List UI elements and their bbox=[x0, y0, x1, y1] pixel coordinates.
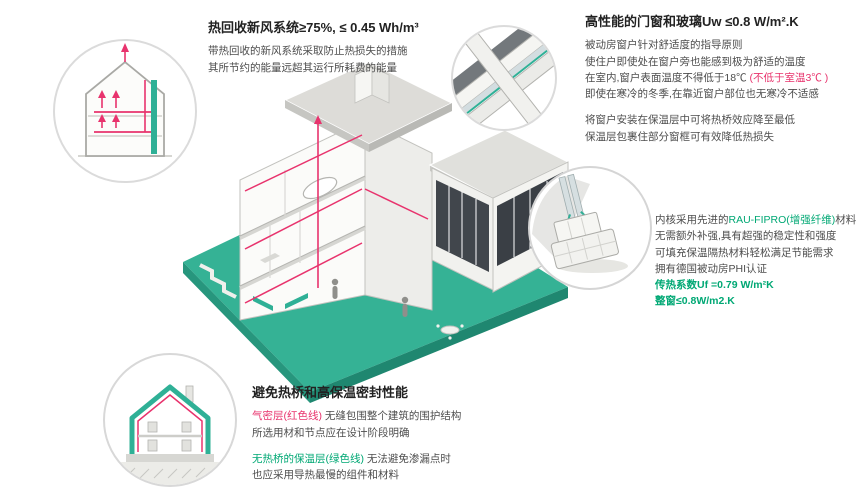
insulation-text: 无法避免渗漏点时 bbox=[364, 452, 451, 465]
furniture bbox=[260, 253, 280, 263]
ventilation-ducts bbox=[244, 115, 429, 304]
window-profile-illustration bbox=[532, 173, 628, 273]
floor-slabs bbox=[239, 176, 366, 290]
window-line: 将窗户安装在保温层中可将热桥效应降至最低 bbox=[585, 114, 795, 127]
window-annotation: 高性能的门窗和玻璃Uw ≤0.8 W/m².K 被动房窗户针对舒适度的指导原则 … bbox=[585, 14, 863, 145]
outdoor-table bbox=[440, 325, 460, 335]
thermal-title: 避免热桥和高保温密封性能 bbox=[252, 385, 409, 400]
heat-recovery-line: 带热回收的新风系统采取防止热损失的措施 bbox=[208, 45, 408, 58]
heat-recovery-line: 其所节约的能量远超其运行所耗费的能量 bbox=[208, 61, 397, 74]
material-line: 内核采用先进的RAU-FIPRO(增强纤维)材料 bbox=[655, 212, 863, 228]
material-uw-value: 整窗≤0.8W/m2.K bbox=[655, 295, 735, 308]
supply-duct bbox=[151, 80, 157, 154]
basement-walls bbox=[253, 293, 308, 311]
window-profile-detail-circle bbox=[528, 166, 652, 290]
window-corner-detail-circle bbox=[451, 25, 557, 131]
window-line-temp-highlight: (不低于室温3℃ ) bbox=[746, 71, 829, 84]
thermal-airtight-line2: 所选用材和节点应在设计阶段明确 bbox=[252, 426, 410, 439]
window-line: 保温层包裹住部分窗框可有效降低热损失 bbox=[585, 130, 774, 143]
airtight-label: 气密层(红色线) bbox=[252, 410, 322, 423]
interior-walls bbox=[269, 170, 301, 278]
ventilation-section-illustration bbox=[78, 43, 172, 157]
heat-recovery-title: 热回收新风系统≥75%, ≤ 0.45 Wh/m³ bbox=[208, 20, 419, 35]
airtight-layer-line bbox=[137, 394, 203, 452]
thermal-insulation-line2: 也应采用导热最慢的组件和材料 bbox=[252, 469, 399, 482]
bathtub bbox=[302, 176, 338, 200]
material-line: 无需额外补强,具有超强的稳定性和强度 bbox=[655, 230, 837, 243]
thermal-annotation: 避免热桥和高保温密封性能 气密层(红色线) 无缝包围整个建筑的围护结构 所选用材… bbox=[252, 385, 592, 492]
material-line-pre: 内核采用先进的 bbox=[655, 214, 729, 226]
ventilation-detail-circle bbox=[53, 39, 197, 183]
thermal-airtight-line: 气密层(红色线) 无缝包围整个建筑的围护结构 bbox=[252, 408, 592, 424]
window-title: 高性能的门窗和玻璃Uw ≤0.8 W/m².K bbox=[585, 14, 799, 29]
material-uf-value: 传热系数Uf =0.79 W/m²K bbox=[655, 279, 774, 292]
material-line: 可填充保温隔热材料轻松满足节能需求 bbox=[655, 246, 834, 259]
insulation-label: 无热桥的保温层(绿色线) bbox=[252, 452, 364, 465]
window-line: 使住户即使处在窗户旁也能感到极为舒适的温度 bbox=[585, 55, 806, 68]
vent-arrow-icon bbox=[314, 115, 322, 124]
roof-slab bbox=[283, 61, 454, 152]
material-line-post: 材料 bbox=[835, 214, 857, 226]
window-line: 在室内,窗户表面温度不得低于18℃ (不低于室温3℃ ) bbox=[585, 70, 863, 86]
material-annotation: 内核采用先进的RAU-FIPRO(增强纤维)材料 无需额外补强,具有超强的稳定性… bbox=[655, 212, 863, 310]
thermal-envelope-detail-circle bbox=[103, 353, 237, 487]
window-corner-illustration bbox=[453, 27, 555, 129]
thermal-insulation-line: 无热桥的保温层(绿色线) 无法避免渗漏点时 bbox=[252, 451, 592, 467]
garden-stairs bbox=[199, 263, 237, 299]
airflow-arrows-icon bbox=[94, 43, 151, 133]
occupant-figures bbox=[331, 278, 409, 317]
heat-recovery-annotation: 热回收新风系统≥75%, ≤ 0.45 Wh/m³ 带热回收的新风系统采取防止热… bbox=[208, 20, 470, 76]
window-line: 被动房窗户针对舒适度的指导原则 bbox=[585, 39, 743, 52]
insulation-layer-line bbox=[129, 384, 211, 454]
window-line: 即使在寒冷的冬季,在靠近窗户部位也无寒冷不适感 bbox=[585, 88, 819, 101]
material-name-highlight: RAU-FIPRO(增强纤维) bbox=[728, 214, 836, 226]
material-line: 拥有德国被动房PHI认证 bbox=[655, 262, 768, 275]
airtight-text: 无缝包围整个建筑的围护结构 bbox=[322, 410, 462, 423]
window-line-temp: 在室内,窗户表面温度不得低于18℃ bbox=[585, 71, 747, 84]
